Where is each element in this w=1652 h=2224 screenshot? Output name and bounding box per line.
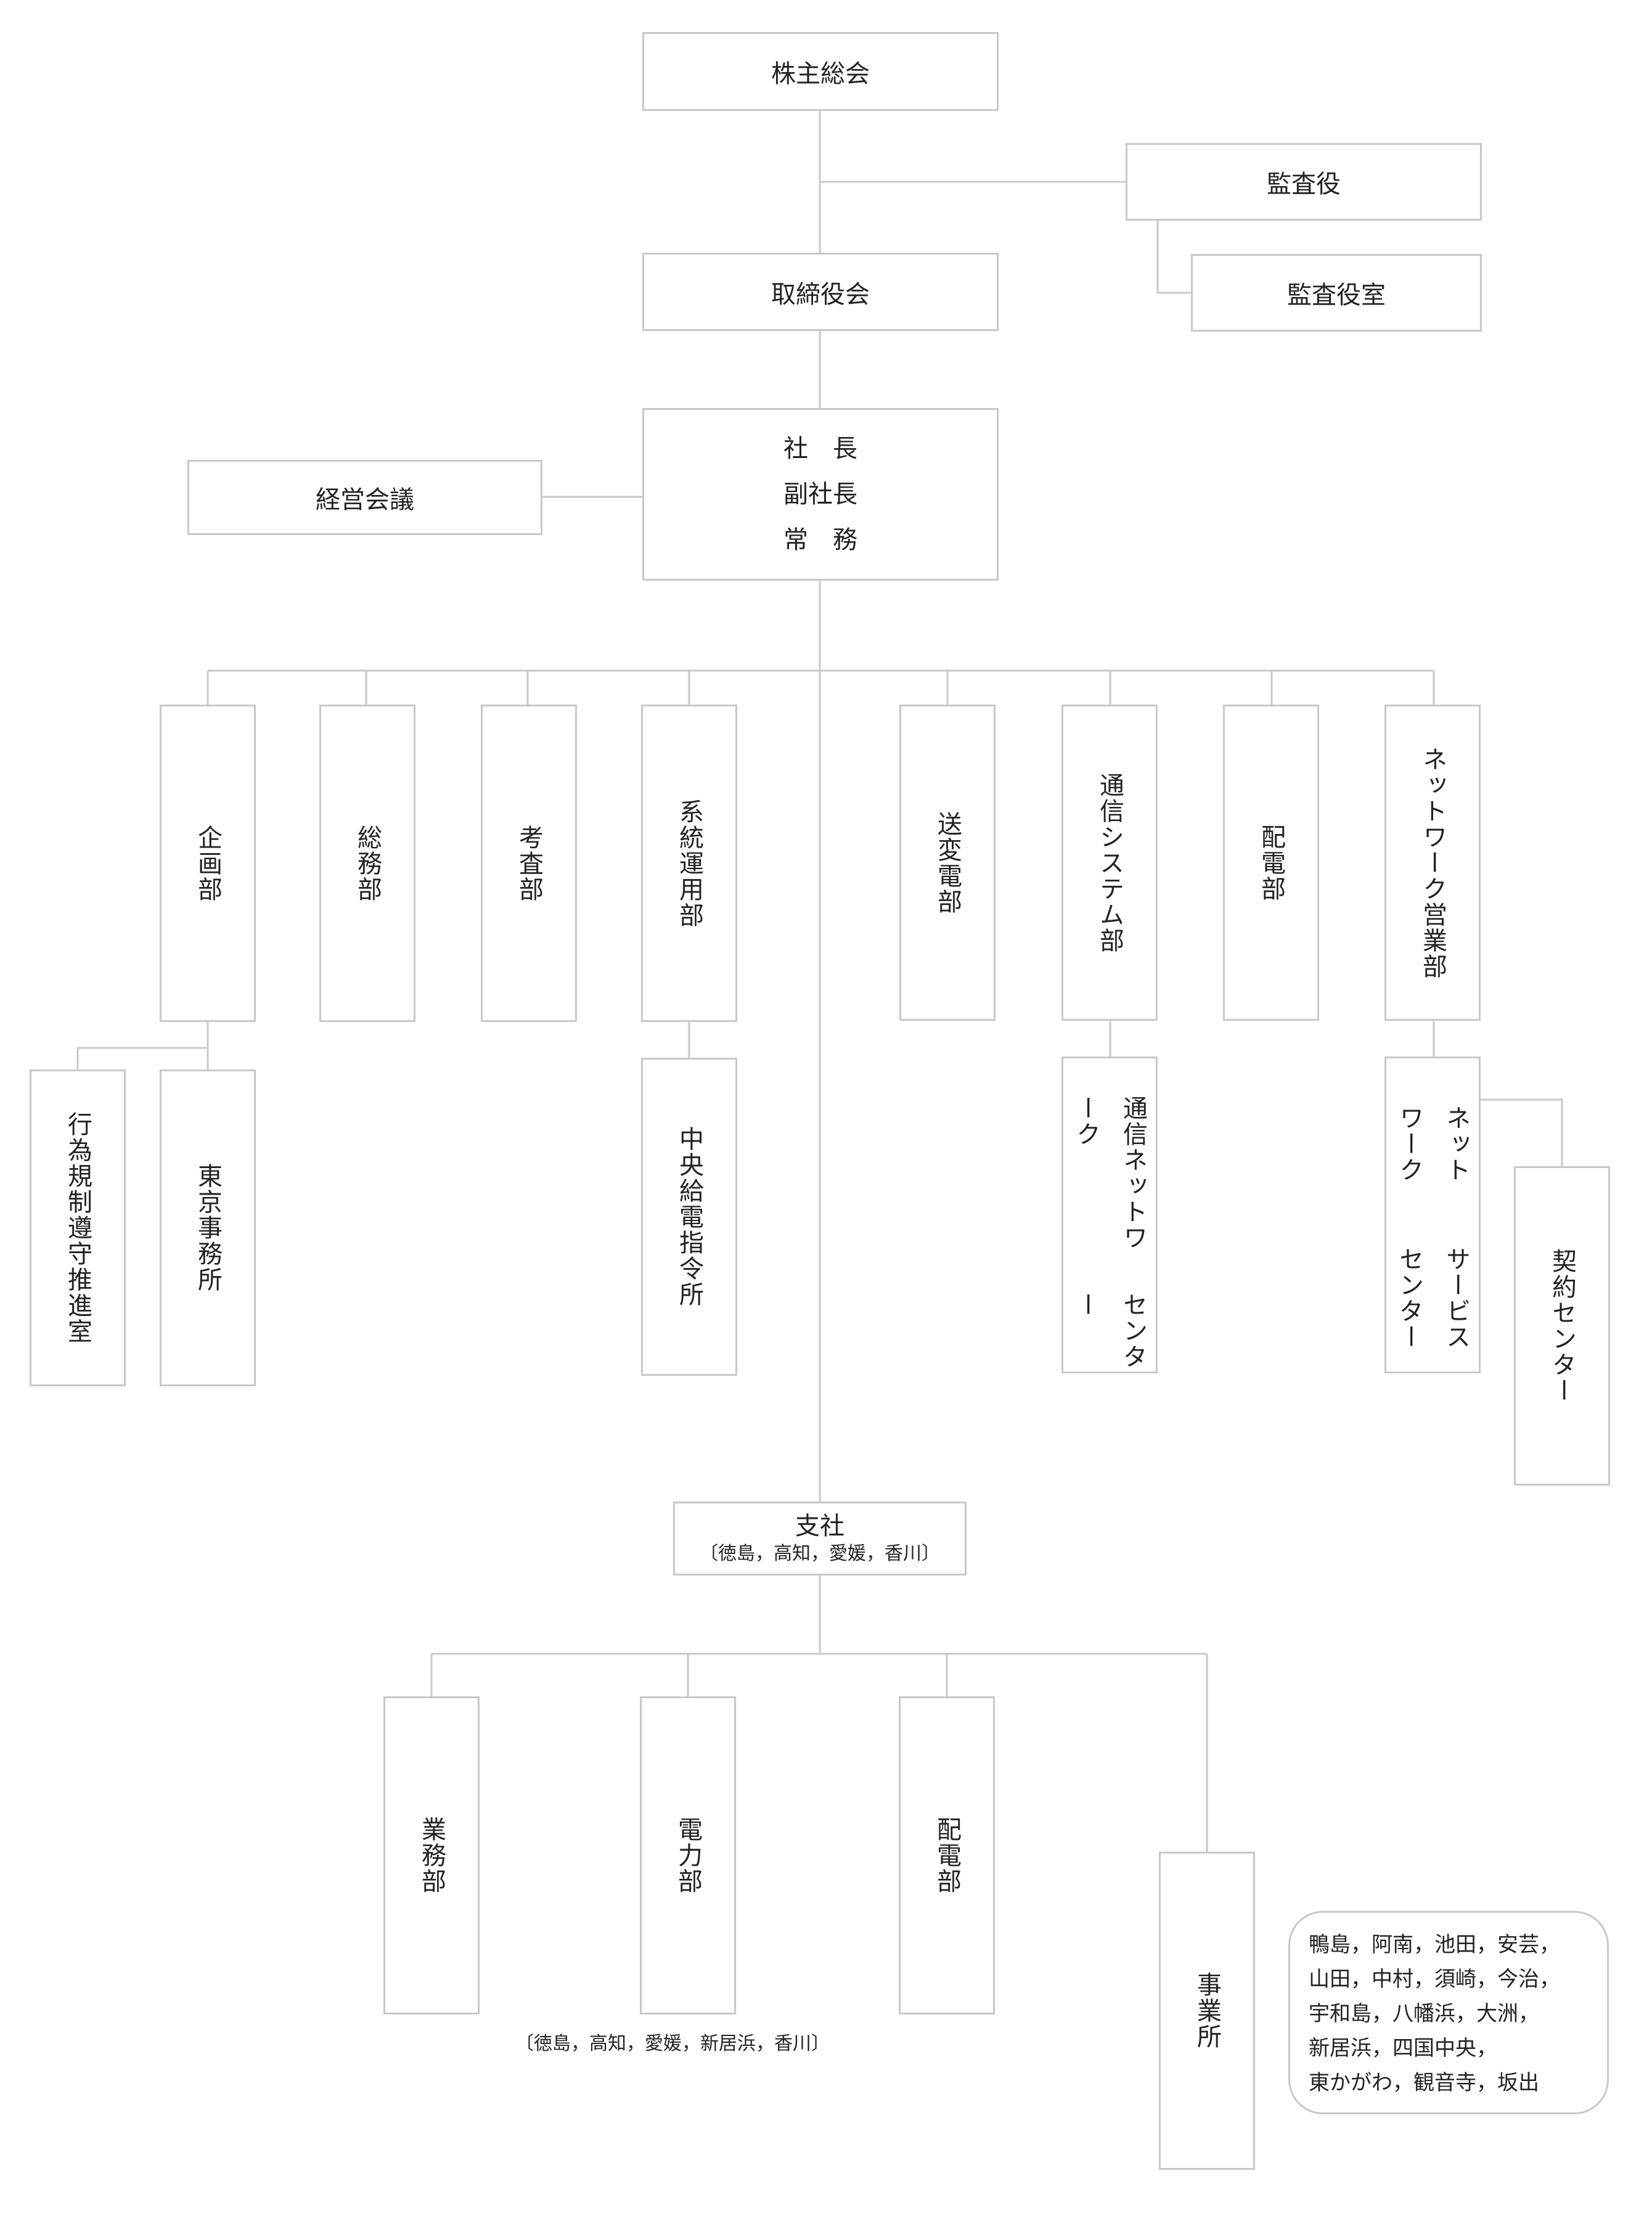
network-service-center-line1: ネットワーク — [1395, 1105, 1470, 1183]
comm-network-center-line2: センター — [1072, 1291, 1147, 1370]
auditors-box: 監査役 — [1126, 143, 1482, 221]
dept-audit-box: 考査部 — [481, 705, 577, 1022]
compliance-office-label: 行為規制遵守推進室 — [63, 1111, 92, 1344]
branch-business-dept-label: 業務部 — [417, 1817, 446, 1894]
auditors-office-label: 監査役室 — [1287, 281, 1386, 309]
dept-transmission-box: 送変電部 — [899, 705, 996, 1021]
offices-list-line: 山田，中村，須崎，今治， — [1309, 1967, 1560, 1992]
central-dispatch-box: 中央給電指令所 — [641, 1058, 737, 1376]
shareholders-meeting-label: 株主総会 — [771, 60, 870, 88]
comm-network-center-box: 通信ネットワーク センター — [1061, 1057, 1158, 1373]
executive-managing-director: 常 務 — [783, 526, 857, 554]
branch-distribution-dept-label: 配電部 — [933, 1817, 961, 1894]
offices-box: 事業所 — [1159, 1852, 1255, 2170]
auditors-label: 監査役 — [1267, 170, 1341, 198]
dept-network-sales-label: ネットワーク営業部 — [1418, 746, 1447, 979]
board-of-directors-label: 取締役会 — [771, 280, 870, 309]
dept-communication-system-label: 通信システム部 — [1095, 772, 1124, 954]
central-dispatch-label: 中央給電指令所 — [675, 1126, 703, 1307]
network-service-center-line2: サービスセンター — [1395, 1246, 1470, 1350]
branch-business-dept-box: 業務部 — [383, 1696, 480, 2014]
tokyo-office-label: 東京事務所 — [194, 1163, 222, 1293]
dept-system-operation-box: 系統運用部 — [641, 705, 737, 1022]
tokyo-office-box: 東京事務所 — [160, 1069, 256, 1386]
network-service-center-box: ネットワーク サービスセンター — [1384, 1057, 1481, 1373]
executive-president: 社 長 — [783, 435, 857, 463]
dept-communication-system-box: 通信システム部 — [1061, 705, 1158, 1021]
offices-list-line: 宇和島，八幡浜，大洲， — [1309, 2001, 1539, 2026]
offices-list-line: 鴨島，阿南，池田，安芸， — [1309, 1932, 1560, 1957]
dept-distribution-box: 配電部 — [1223, 705, 1319, 1021]
dept-general-affairs-label: 総務部 — [353, 824, 382, 902]
dept-planning-box: 企画部 — [160, 705, 256, 1022]
contract-center-box: 契約センター — [1514, 1166, 1610, 1486]
offices-list-line: 新居浜，四国中央， — [1309, 2036, 1497, 2061]
offices-label: 事業所 — [1193, 1972, 1221, 2050]
branch-distribution-dept-box: 配電部 — [899, 1696, 995, 2014]
shareholders-meeting-box: 株主総会 — [642, 32, 999, 111]
board-of-directors-box: 取締役会 — [642, 253, 999, 331]
offices-list-box: 鴨島，阿南，池田，安芸， 山田，中村，須崎，今治， 宇和島，八幡浜，大洲， 新居… — [1288, 1911, 1609, 2114]
branch-title: 支社 — [795, 1512, 844, 1540]
dept-transmission-label: 送変電部 — [933, 811, 962, 915]
branch-box: 支社 〔徳島，高知，愛媛，香川〕 — [673, 1502, 967, 1576]
branch-power-dept-label: 電力部 — [674, 1817, 702, 1894]
management-meeting-label: 経営会議 — [316, 486, 414, 514]
dept-planning-label: 企画部 — [194, 824, 222, 902]
contract-center-label: 契約センター — [1548, 1248, 1576, 1404]
dept-network-sales-box: ネットワーク営業部 — [1384, 705, 1481, 1021]
dept-system-operation-label: 系統運用部 — [675, 798, 703, 928]
compliance-office-box: 行為規制遵守推進室 — [30, 1069, 126, 1386]
dept-audit-label: 考査部 — [515, 824, 543, 902]
branch-note: 〔徳島，高知，愛媛，新居浜，香川〕 — [515, 2033, 830, 2054]
executives-box: 社 長 副社長 常 務 — [642, 408, 999, 581]
branch-locations: 〔徳島，高知，愛媛，香川〕 — [700, 1543, 940, 1564]
dept-general-affairs-box: 総務部 — [319, 705, 415, 1022]
offices-list-line: 東かがわ，観音寺，坂出 — [1309, 2071, 1539, 2095]
executive-vice-president: 副社長 — [783, 480, 857, 509]
dept-distribution-label: 配電部 — [1257, 824, 1285, 902]
management-meeting-box: 経営会議 — [187, 460, 542, 535]
comm-network-center-line1: 通信ネットワーク — [1072, 1095, 1147, 1251]
branch-power-dept-box: 電力部 — [640, 1696, 736, 2014]
auditors-office-box: 監査役室 — [1191, 254, 1482, 332]
